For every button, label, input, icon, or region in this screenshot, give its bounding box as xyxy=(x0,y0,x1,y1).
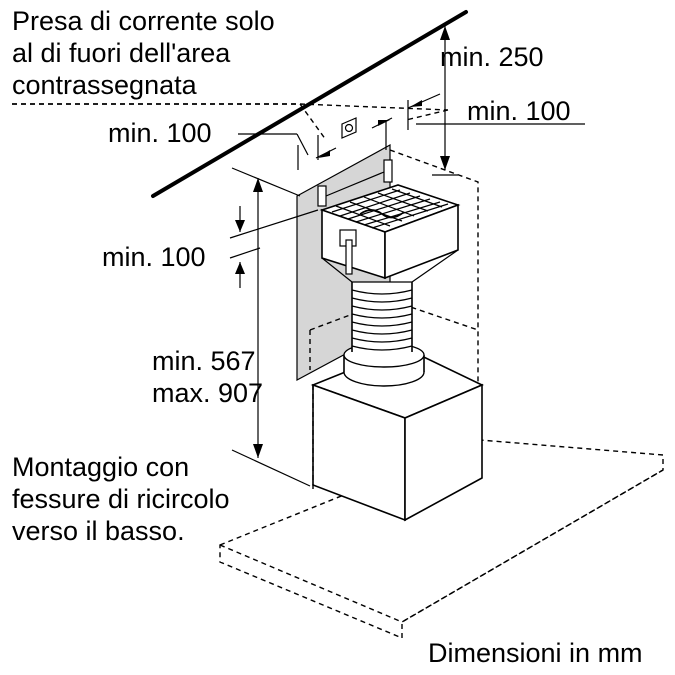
socket-exclusion-zone xyxy=(12,103,449,141)
height-min-label: min. 567 xyxy=(152,346,256,376)
mounting-note-line-1: Montaggio con xyxy=(12,452,190,482)
mounting-note-line-3: verso il basso. xyxy=(12,516,185,546)
socket-note-line-2: al di fuori dell'area xyxy=(12,38,231,68)
top-clearance-dimension xyxy=(432,26,458,176)
mounting-bracket xyxy=(317,159,393,207)
flexible-duct xyxy=(351,282,413,352)
units-note: Dimensioni in mm xyxy=(428,638,643,668)
right-clearance-dimension xyxy=(407,93,585,130)
filter-module xyxy=(319,184,461,283)
left-clearance-dimension xyxy=(238,117,393,170)
right-clearance-label: min. 100 xyxy=(467,96,571,126)
top-clearance-label: min. 250 xyxy=(440,42,544,72)
filter-clearance-dimension xyxy=(229,206,319,288)
filter-clearance-label: min. 100 xyxy=(102,242,206,272)
left-clearance-label: min. 100 xyxy=(108,118,212,148)
socket-note-line-3: contrassegnata xyxy=(12,70,197,100)
canopy-outline xyxy=(219,439,664,640)
socket-icon xyxy=(341,117,357,139)
socket-note-line-1: Presa di corrente solo xyxy=(12,6,275,36)
height-max-label: max. 907 xyxy=(152,378,264,408)
mounting-note-line-2: fessure di ricircolo xyxy=(12,484,230,514)
height-dimension xyxy=(231,167,311,487)
